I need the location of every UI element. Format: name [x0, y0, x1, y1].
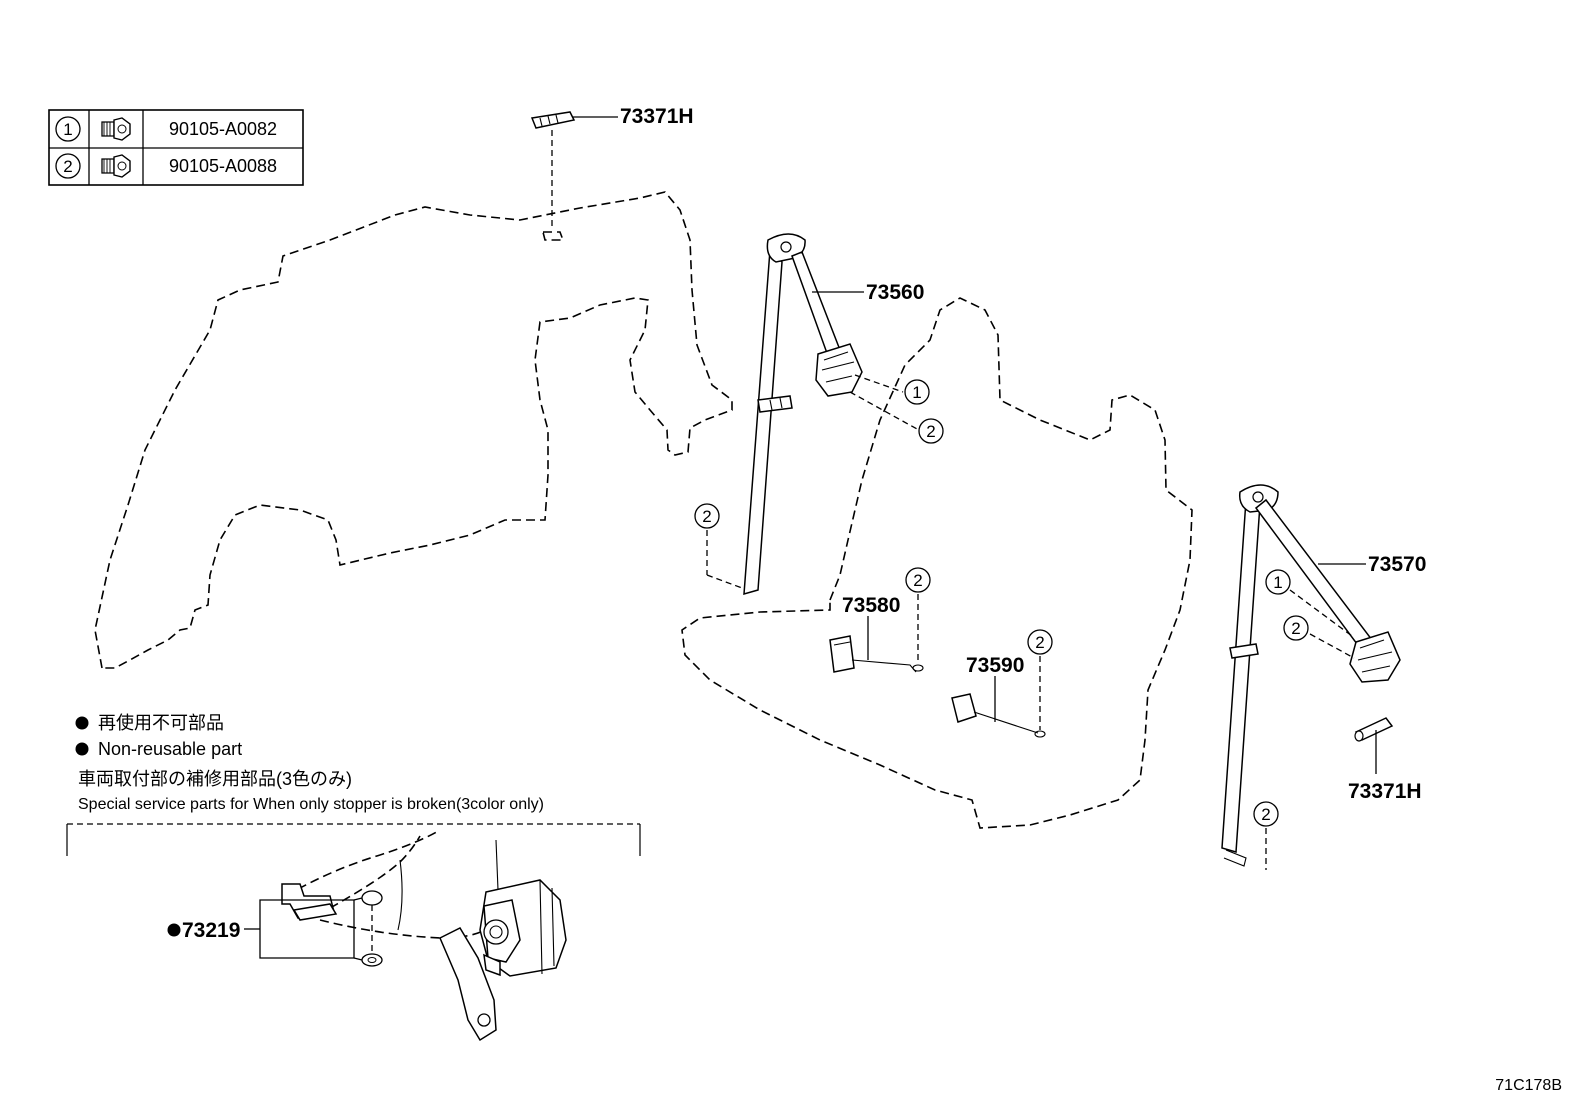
svg-text:1: 1	[912, 383, 921, 402]
svg-text:2: 2	[1261, 805, 1270, 824]
non-reusable-dot	[167, 923, 181, 937]
callout-2: 2	[1253, 801, 1279, 827]
buckle-73590	[951, 693, 1046, 738]
note-special-en: Special service parts for When only stop…	[78, 796, 544, 813]
bolt-icon	[101, 154, 131, 178]
seatbelt-73560	[743, 233, 863, 596]
part-number-label: 73560	[866, 281, 924, 304]
svg-text:2: 2	[1291, 619, 1300, 638]
callout-2: 2	[1027, 629, 1053, 655]
inset-retractor-drawing	[281, 829, 567, 1042]
table-part-number: 90105-A0082	[169, 119, 277, 139]
seat-outline	[681, 297, 1193, 829]
body-panel-outline	[94, 191, 733, 669]
seatbelt-73570	[1221, 484, 1401, 867]
part-number-label: 73570	[1368, 553, 1426, 576]
svg-text:2: 2	[926, 422, 935, 441]
notes: 再使用不可部品 Non-reusable part 車両取付部の補修用部品(3色…	[75, 713, 544, 813]
stopper-73371h-right	[1354, 717, 1394, 742]
stopper-73371h-top	[530, 111, 576, 129]
svg-text:2: 2	[1035, 633, 1044, 652]
buckle-73580	[829, 635, 924, 673]
callout-1: 1	[904, 379, 930, 405]
table-part-number: 90105-A0088	[169, 156, 277, 176]
note-non-reusable-jp: 再使用不可部品	[98, 713, 224, 733]
callout-2: 2	[918, 418, 944, 444]
note-special-jp: 車両取付部の補修用部品(3色のみ)	[78, 769, 352, 789]
callout-2: 2	[905, 567, 931, 593]
part-number-label: 73371H	[1348, 780, 1422, 803]
callout-2: 2	[694, 503, 720, 529]
part-number-label: 73371H	[620, 105, 694, 128]
non-reusable-dot	[75, 742, 89, 756]
callout-2: 2	[1283, 615, 1309, 641]
inset-bracket	[66, 823, 641, 856]
part-number-label: 73580	[842, 594, 900, 617]
callout-1: 1	[1265, 569, 1291, 595]
bolt-icon	[101, 117, 131, 141]
svg-text:2: 2	[913, 571, 922, 590]
svg-text:2: 2	[702, 507, 711, 526]
part-number-label: 73590	[966, 654, 1024, 677]
table-row: 1 90105-A0082	[55, 116, 277, 142]
table-ref: 1	[63, 120, 72, 139]
table-ref: 2	[63, 157, 72, 176]
svg-text:1: 1	[1273, 573, 1282, 592]
non-reusable-dot	[75, 716, 89, 730]
diagram-code: 71C178B	[1495, 1077, 1562, 1094]
table-row: 2 90105-A0088	[55, 153, 277, 179]
note-non-reusable-en: Non-reusable part	[98, 739, 242, 759]
part-number-label: 73219	[182, 919, 240, 942]
fastener-table: 1 90105-A0082 2 90105-A0088	[48, 109, 304, 186]
anchor-slot	[541, 231, 565, 241]
